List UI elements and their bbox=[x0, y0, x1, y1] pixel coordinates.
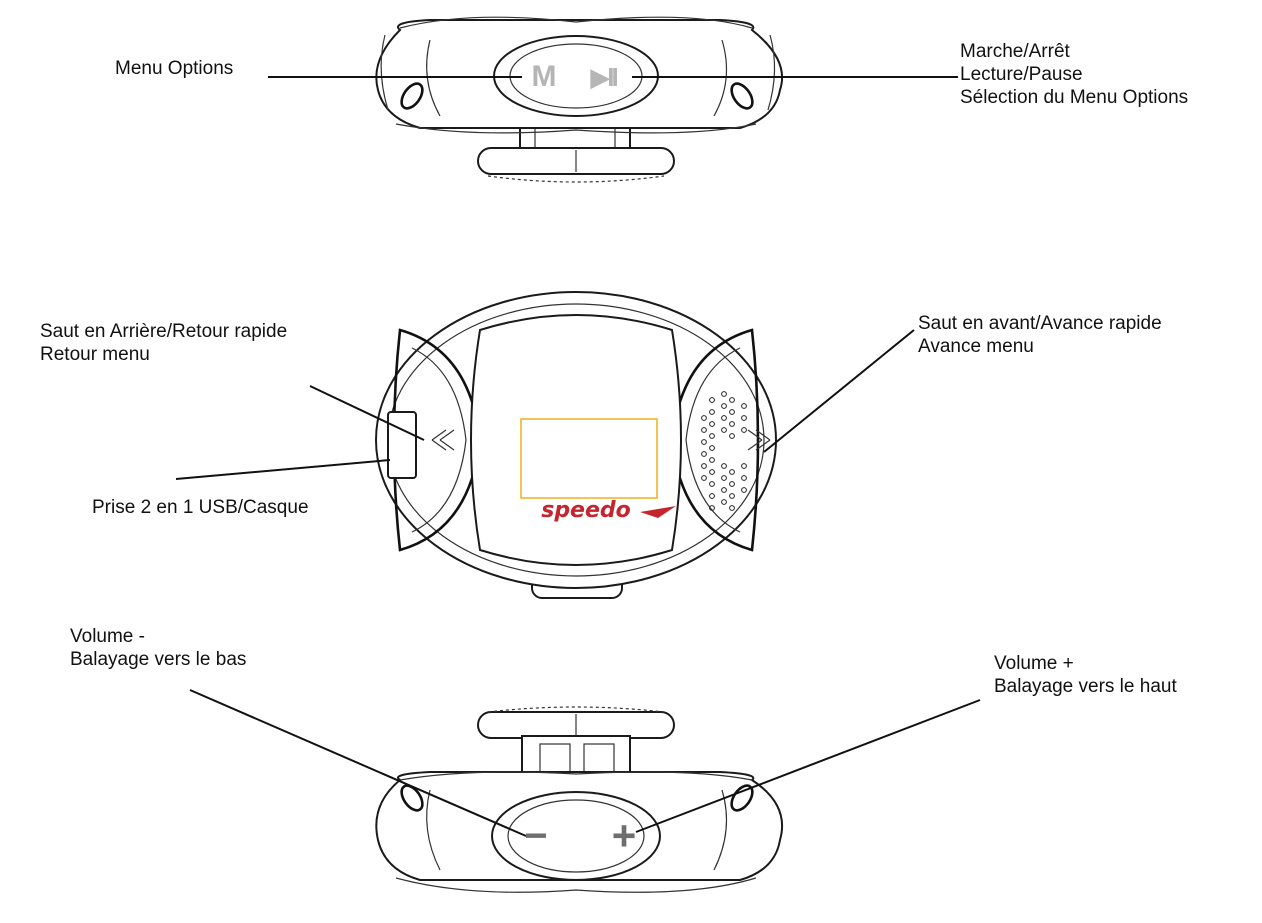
speaker-hole bbox=[741, 403, 747, 409]
speaker-hole bbox=[721, 391, 727, 397]
speedo-logo: speedo bbox=[541, 498, 631, 523]
label-power: Marche/Arrêt Lecture/Pause Sélection du … bbox=[960, 41, 1189, 108]
speaker-hole bbox=[701, 463, 707, 469]
volume-up-button[interactable]: + bbox=[604, 812, 644, 859]
plus-icon: + bbox=[611, 812, 637, 859]
play-pause-button[interactable]: ▶II bbox=[576, 60, 630, 94]
menu-button-label: M bbox=[531, 60, 557, 93]
speaker-hole bbox=[729, 397, 735, 403]
speaker-hole bbox=[741, 415, 747, 421]
speaker-hole bbox=[709, 469, 715, 475]
chevron-left-icon bbox=[431, 429, 455, 451]
label-skip-back: Saut en Arrière/Retour rapide Retour men… bbox=[40, 321, 288, 365]
label-menu-options: Menu Options bbox=[115, 58, 234, 79]
speaker-hole bbox=[709, 409, 715, 415]
leader-volume-up bbox=[635, 699, 981, 833]
speaker-hole bbox=[721, 475, 727, 481]
speaker-hole bbox=[729, 505, 735, 511]
speaker-hole bbox=[721, 427, 727, 433]
device-top-view bbox=[375, 16, 784, 183]
speaker-hole bbox=[701, 415, 707, 421]
speaker-hole bbox=[729, 433, 735, 439]
speaker-hole bbox=[729, 493, 735, 499]
speaker-hole bbox=[721, 463, 727, 469]
speaker-hole bbox=[741, 427, 747, 433]
vent-left-top bbox=[400, 82, 424, 110]
label-volume-up: Volume + Balayage vers le haut bbox=[994, 653, 1177, 697]
leader-skip-forward bbox=[763, 329, 915, 453]
speaker-hole bbox=[709, 433, 715, 439]
chevron-right-icon bbox=[747, 429, 771, 451]
speaker-hole bbox=[729, 409, 735, 415]
volume-down-button[interactable]: − bbox=[516, 814, 556, 858]
speaker-hole bbox=[721, 415, 727, 421]
speaker-hole bbox=[741, 463, 747, 469]
screen-display bbox=[520, 418, 658, 499]
leader-usb-jack bbox=[175, 459, 391, 480]
speaker-hole bbox=[701, 439, 707, 445]
wing-right bbox=[670, 328, 760, 552]
speaker-hole bbox=[729, 481, 735, 487]
speaker-hole bbox=[709, 397, 715, 403]
menu-button[interactable]: M bbox=[526, 60, 562, 94]
vent-left-bottom bbox=[400, 784, 424, 812]
play-pause-icon: ▶II bbox=[590, 61, 619, 92]
speaker-hole bbox=[721, 499, 727, 505]
minus-icon: − bbox=[524, 813, 548, 858]
speaker-hole bbox=[709, 457, 715, 463]
speaker-hole bbox=[701, 475, 707, 481]
speaker-hole bbox=[701, 427, 707, 433]
speaker-hole bbox=[721, 403, 727, 409]
speaker-hole bbox=[701, 451, 707, 457]
speaker-hole bbox=[709, 421, 715, 427]
speaker-hole bbox=[741, 487, 747, 493]
speaker-hole bbox=[709, 481, 715, 487]
speedo-logo-mark bbox=[640, 506, 676, 518]
button-pod-bottom bbox=[491, 791, 661, 881]
speaker-hole bbox=[741, 475, 747, 481]
speaker-hole bbox=[729, 421, 735, 427]
leader-volume-down bbox=[189, 689, 527, 837]
speaker-hole bbox=[709, 493, 715, 499]
label-volume-down: Volume - Balayage vers le bas bbox=[70, 626, 247, 670]
speaker-hole bbox=[709, 505, 715, 511]
device-front-view bbox=[375, 291, 777, 599]
leader-skip-back bbox=[309, 385, 425, 441]
device-bottom-view bbox=[375, 706, 784, 893]
label-skip-forward: Saut en avant/Avance rapide Avance menu bbox=[918, 313, 1162, 357]
speaker-hole bbox=[729, 469, 735, 475]
speaker-hole bbox=[721, 487, 727, 493]
speaker-grille bbox=[701, 391, 747, 511]
usb-headphone-jack bbox=[387, 411, 417, 479]
center-panel bbox=[470, 314, 682, 566]
vent-right-top bbox=[730, 82, 754, 110]
speaker-hole bbox=[709, 445, 715, 451]
label-usb-jack: Prise 2 en 1 USB/Casque bbox=[92, 497, 309, 518]
